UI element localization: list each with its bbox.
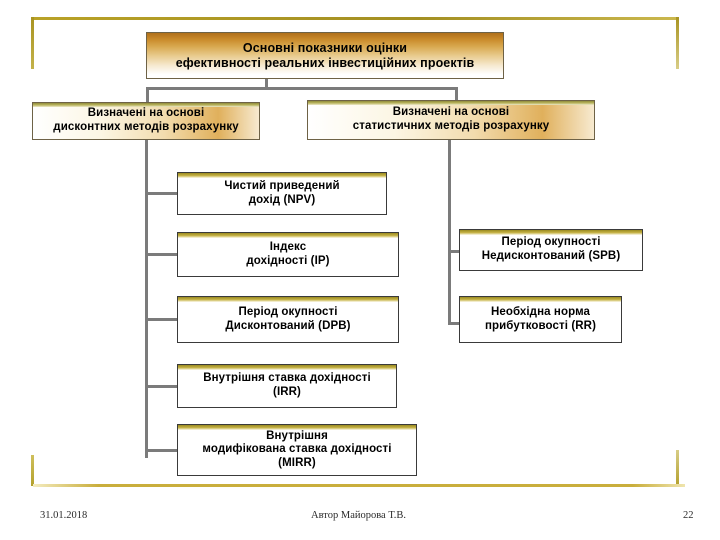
indicator-rr-box: Необхідна норма прибутковості (RR)	[459, 296, 626, 347]
connector-discounted-trunk	[145, 140, 148, 458]
branch-statistical-methods-box: Визначені на основі статистичних методів…	[307, 100, 599, 144]
connector-title-bus	[146, 87, 458, 90]
slide-frame-bottom-right-rule	[676, 450, 679, 486]
indicator-dpb-box: Період окупності Дисконтований (DPB)	[177, 296, 403, 347]
footer-divider-rule	[33, 484, 685, 487]
slide-frame-left-rule	[31, 17, 34, 69]
connector-discounted-stub-npv	[145, 192, 179, 195]
indicator-npv-box: Чистий приведений дохід (NPV)	[177, 172, 391, 219]
slide-title-text: Основні показники оцінки ефективності ре…	[175, 40, 475, 70]
connector-to-statistical-header	[455, 87, 458, 100]
connector-statistical-trunk	[448, 140, 451, 325]
indicator-dpb-label: Період окупності Дисконтований (DPB)	[225, 305, 351, 332]
indicator-spb-box: Період окупності Недисконтований (SPB)	[459, 229, 647, 275]
connector-statistical-stub-rr	[448, 322, 462, 325]
connector-discounted-stub-ip	[145, 253, 179, 256]
indicator-spb-label: Період окупності Недисконтований (SPB)	[481, 236, 621, 262]
connector-discounted-stub-dpb	[145, 318, 179, 321]
branch-discounted-methods-box: Визначені на основі дисконтних методів р…	[32, 102, 264, 144]
indicator-ip-label: Індекс дохідності (ІР)	[246, 240, 330, 267]
footer-page-number: 22	[683, 510, 694, 521]
slide-frame-right-rule	[676, 17, 679, 69]
indicator-irr-label: Внутрішня ставка дохідності (IRR)	[203, 372, 371, 398]
indicator-mirr-box: Внутрішня модифікована ставка дохідності…	[177, 424, 421, 480]
connector-discounted-stub-irr	[145, 385, 179, 388]
indicator-mirr-label: Внутрішня модифікована ставка дохідності…	[202, 429, 392, 469]
indicator-npv-label: Чистий приведений дохід (NPV)	[224, 179, 340, 206]
connector-title-stem	[265, 79, 268, 89]
branch-statistical-methods-label: Визначені на основі статистичних методів…	[352, 106, 550, 132]
connector-statistical-stub-spb	[448, 250, 462, 253]
indicator-ip-box: Індекс дохідності (ІР)	[177, 232, 403, 281]
slide-title-box: Основні показники оцінки ефективності ре…	[146, 32, 508, 83]
slide-frame-top-rule	[31, 17, 679, 20]
footer-author: Автор Майорова Т.В.	[311, 510, 406, 521]
slide-frame-bottom-left-rule	[31, 455, 34, 486]
footer-date: 31.01.2018	[40, 510, 88, 521]
indicator-rr-label: Необхідна норма прибутковості (RR)	[484, 305, 597, 332]
connector-to-discounted-header	[146, 87, 149, 102]
connector-discounted-stub-mirr	[145, 449, 179, 452]
branch-discounted-methods-label: Визначені на основі дисконтних методів р…	[53, 107, 239, 133]
indicator-irr-box: Внутрішня ставка дохідності (IRR)	[177, 364, 401, 412]
